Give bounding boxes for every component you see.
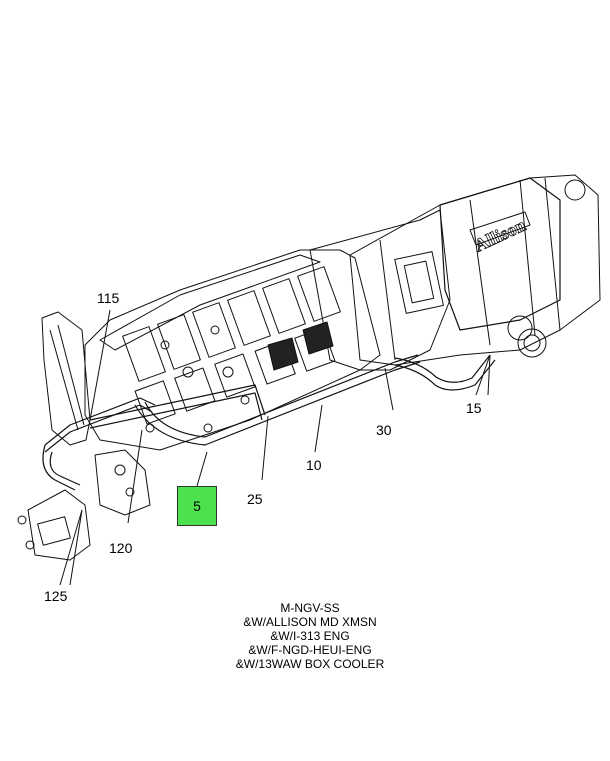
transmission-case-face: [439, 177, 561, 331]
callout-5-hotspot[interactable]: 5: [177, 486, 217, 526]
caption-line: &W/I-313 ENG: [270, 629, 350, 643]
engine-filter-grilles: [267, 321, 334, 371]
callout-15[interactable]: 15: [466, 400, 482, 416]
engine-block: [84, 249, 381, 451]
diagram-caption: M-NGV-SS &W/ALLISON MD XMSN &W/I-313 ENG…: [190, 601, 430, 671]
transmission-side-cover: [394, 251, 444, 314]
caption-line: &W/ALLISON MD XMSN: [243, 615, 377, 629]
callout-25[interactable]: 25: [247, 491, 263, 507]
cooler-lines: [42, 354, 496, 491]
transmission-housing: [349, 174, 601, 366]
callout-10[interactable]: 10: [306, 457, 322, 473]
engine-top-rail: [99, 254, 321, 351]
caption-line: &W/13WAW BOX COOLER: [235, 657, 385, 671]
callout-115[interactable]: 115: [97, 290, 120, 306]
caption-line: &W/F-NGD-HEUI-ENG: [248, 643, 372, 657]
callout-125[interactable]: 125: [44, 588, 68, 604]
callout-5-label: 5: [193, 498, 201, 514]
front-cover: [41, 311, 91, 446]
callout-120[interactable]: 120: [109, 540, 133, 556]
cooler-module: [94, 449, 151, 516]
leader-lines: [59, 309, 491, 586]
accessory-unit: [17, 489, 91, 561]
bell-housing: [309, 209, 451, 371]
callout-30[interactable]: 30: [376, 422, 392, 438]
allison-logo-text: Allison: [471, 215, 528, 256]
caption-line: M-NGV-SS: [280, 601, 340, 615]
